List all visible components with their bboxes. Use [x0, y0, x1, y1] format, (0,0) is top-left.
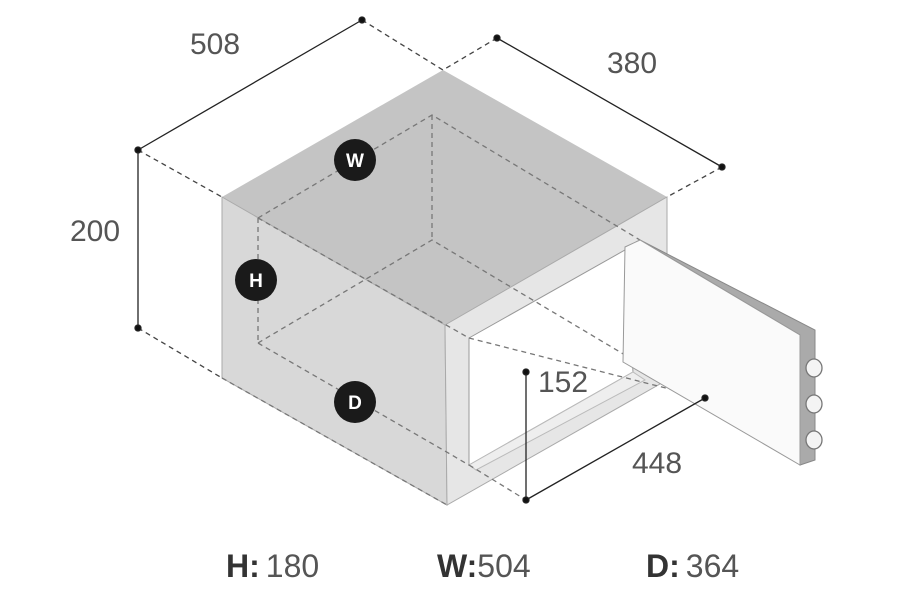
summary-width: W:504 [437, 548, 531, 585]
summary-key: H: [226, 548, 260, 584]
door-panel [622, 239, 801, 466]
opening-floor [468, 371, 646, 471]
inner-height-label: 152 [538, 366, 588, 399]
inner-depth-label: 448 [632, 447, 682, 480]
knob-icon [805, 430, 823, 450]
summary-key: D: [646, 548, 680, 584]
summary-value: 504 [477, 548, 531, 584]
marker-d: D [334, 381, 376, 423]
outer-depth-label: 380 [607, 47, 657, 80]
top-face [222, 70, 667, 325]
svg-text:W: W [346, 151, 364, 172]
extension-lines [137, 19, 723, 379]
summary-depth: D:364 [646, 548, 739, 585]
outer-width-label: 508 [190, 28, 240, 61]
svg-text:H: H [249, 271, 263, 292]
door-knobs [805, 358, 823, 450]
outer-height-label: 200 [70, 215, 120, 248]
knob-icon [805, 358, 823, 378]
marker-h: H [235, 259, 277, 301]
knob-icon [805, 394, 823, 414]
summary-height: H:180 [226, 548, 319, 585]
dimension-lines [134, 16, 726, 504]
svg-text:D: D [348, 393, 362, 414]
marker-w: W [334, 139, 376, 181]
summary-key: W: [437, 548, 478, 584]
summary-value: 180 [265, 548, 320, 584]
summary-value: 364 [685, 548, 740, 584]
